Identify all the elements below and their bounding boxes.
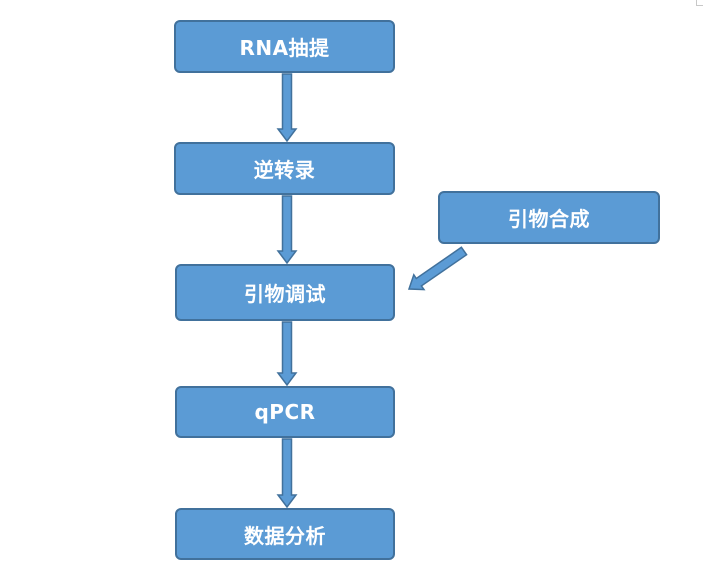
node-label: RNA抽提 xyxy=(239,36,330,60)
node-label: 逆转录 xyxy=(253,158,316,182)
page-corner-mark xyxy=(696,0,703,6)
node-primer-synthesis: 引物合成 xyxy=(438,191,660,244)
arrow-synthesis-to-primer-debug xyxy=(407,246,468,291)
node-label: 引物合成 xyxy=(508,207,590,231)
node-label: 数据分析 xyxy=(244,523,326,548)
arrow-qpcr-to-analysis xyxy=(276,438,298,509)
node-primer-debugging: 引物调试 xyxy=(175,264,395,321)
node-data-analysis: 数据分析 xyxy=(175,508,395,560)
arrow-rt-to-primer-debug xyxy=(276,195,298,265)
node-label: 引物调试 xyxy=(244,282,326,306)
node-qpcr: qPCR xyxy=(175,386,395,438)
node-label: qPCR xyxy=(254,400,316,424)
arrow-primer-debug-to-qpcr xyxy=(276,321,298,387)
node-reverse-transcription: 逆转录 xyxy=(174,142,395,195)
node-rna-extraction: RNA抽提 xyxy=(174,20,395,73)
arrow-rna-to-rt xyxy=(276,73,298,143)
